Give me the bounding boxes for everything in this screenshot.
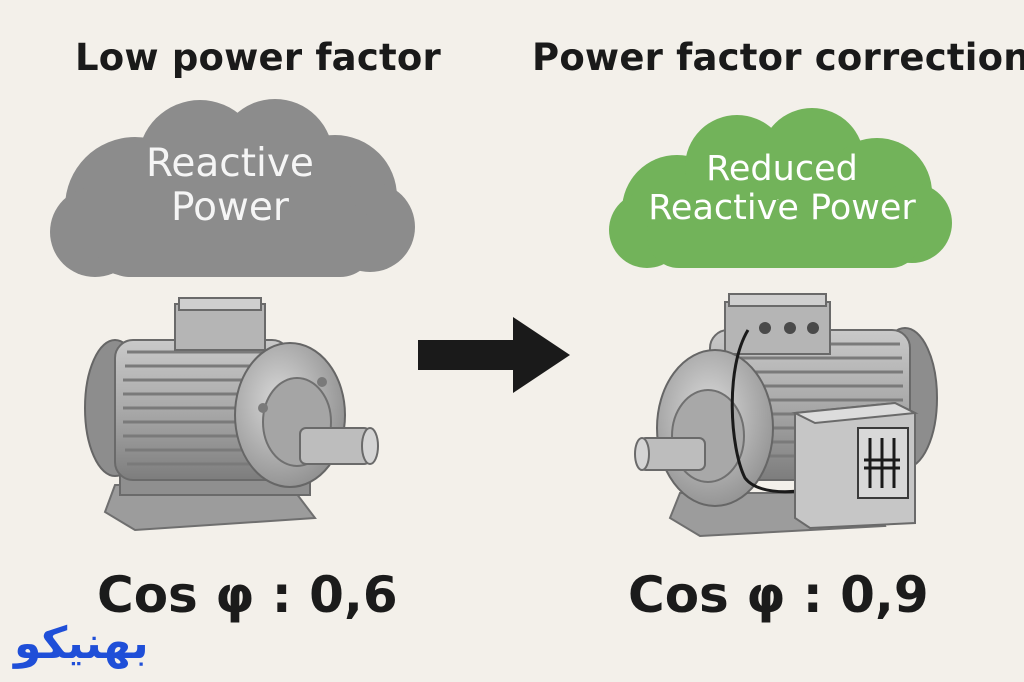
brand-logo: بهنیکو <box>14 618 149 669</box>
cloud-line: Reactive <box>146 141 314 186</box>
motor-left <box>75 290 390 554</box>
cos-phi-left: Cos φ : 0,6 <box>97 566 398 624</box>
cloud-text-left: Reactive Power <box>40 142 420 229</box>
power-factor-correction-heading: Power factor correction <box>532 36 1024 79</box>
cos-phi-right: Cos φ : 0,9 <box>628 566 929 624</box>
transition-arrow <box>418 315 573 399</box>
low-power-factor-heading: Low power factor <box>75 36 441 79</box>
green-cloud-icon <box>609 108 952 268</box>
electric-motor-icon <box>634 293 938 538</box>
cloud-text-right: Reduced Reactive Power <box>602 149 962 229</box>
reduced-reactive-power-cloud: Reduced Reactive Power <box>602 105 962 275</box>
reactive-power-cloud: Reactive Power <box>40 92 420 282</box>
gray-cloud-icon <box>50 99 415 277</box>
cloud-line: Power <box>171 184 289 230</box>
electric-motor-icon <box>84 297 379 532</box>
cloud-line: Reduced <box>706 149 858 189</box>
motor-right-corrected <box>630 288 945 552</box>
right-arrow-icon <box>418 317 570 393</box>
cloud-line: Reactive Power <box>648 188 916 229</box>
